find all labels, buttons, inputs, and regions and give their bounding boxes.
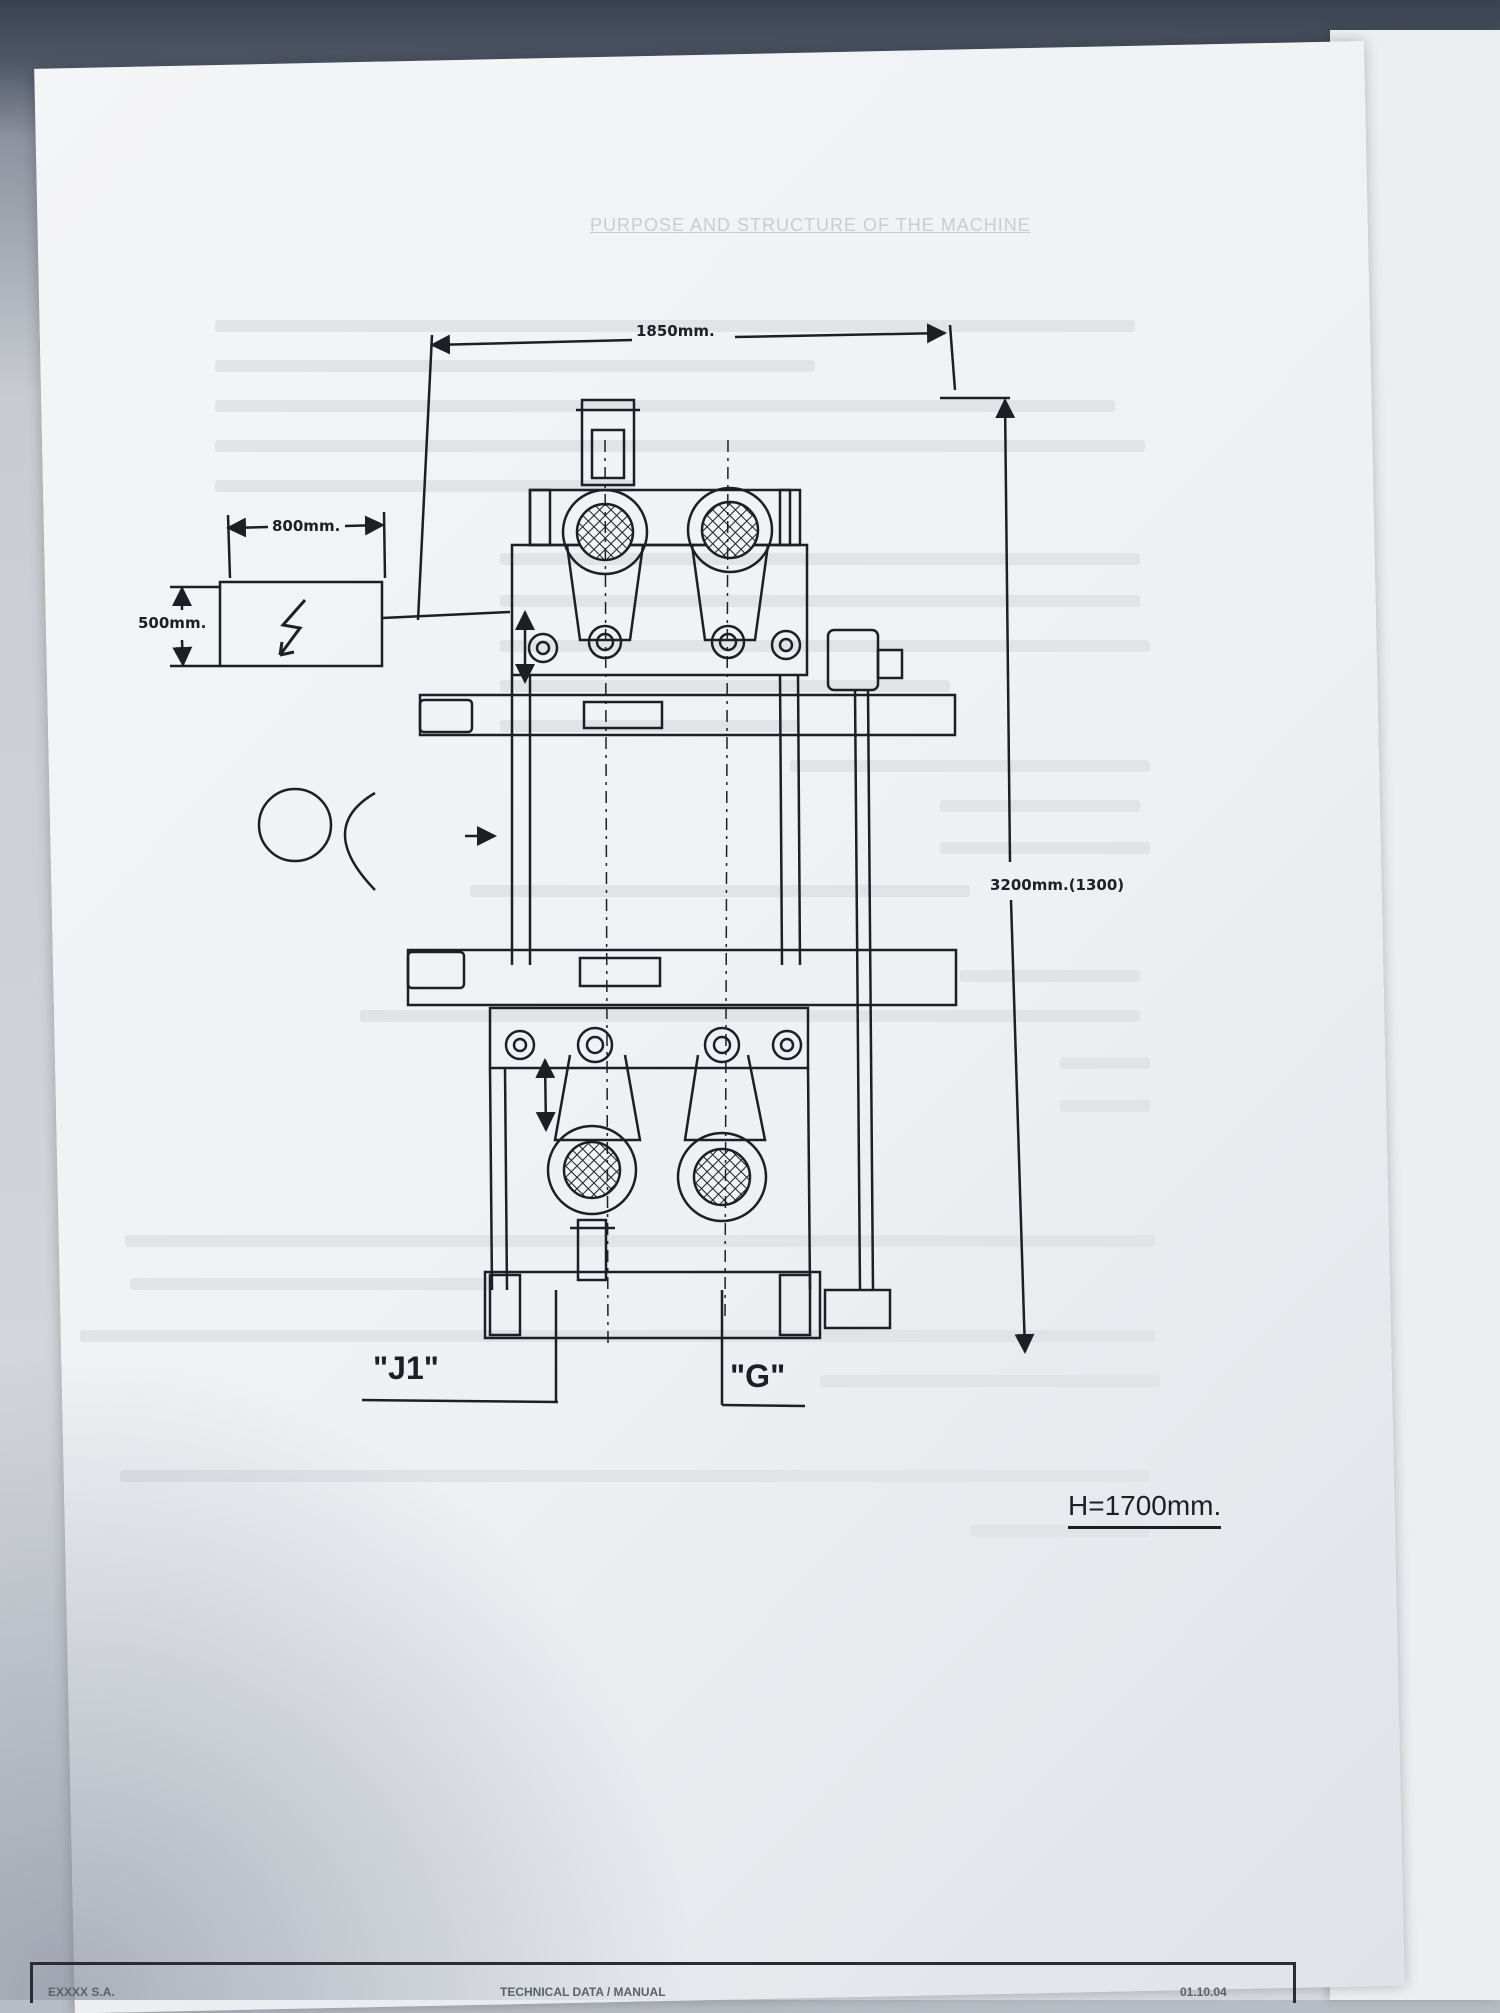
cabinet-width-label: 800mm. (272, 517, 341, 535)
view-label-g: "G" (730, 1358, 786, 1394)
lower-crossbeam (406, 948, 958, 1007)
width-dimension-label: 1850mm. (636, 322, 715, 340)
cable (381, 610, 511, 620)
width-dimension-line (430, 334, 633, 355)
bottom-roller-left (546, 1124, 638, 1216)
machine-base (483, 1270, 822, 1340)
view-label-j1: "J1" (373, 1350, 439, 1386)
footer-left-text: EXXXX S.A. (48, 1985, 115, 1999)
bottom-motor (576, 1218, 608, 1282)
electrical-cabinet (218, 580, 384, 668)
height-label: H=1700mm. (1068, 1490, 1222, 1529)
lower-head-block (488, 1006, 810, 1070)
coil-symbol (257, 787, 333, 863)
top-roller-right (686, 486, 774, 574)
upper-crossbeam (418, 693, 957, 737)
length-dimension-line (995, 398, 1016, 863)
cabinet-height-label: 500mm. (138, 614, 207, 632)
top-roller-left (561, 488, 649, 576)
faded-heading: PURPOSE AND STRUCTURE OF THE MACHINE (590, 215, 1031, 235)
width-extension-right (948, 324, 957, 391)
footer-frame (30, 1962, 1296, 2003)
bottom-roller-right (676, 1131, 768, 1223)
motor (580, 398, 636, 487)
length-dimension-label: 3200mm.(1300) (990, 876, 1125, 894)
lightning-bolt-icon (278, 599, 307, 657)
side-drive (826, 628, 880, 692)
footer-middle-text: TECHNICAL DATA / MANUAL (500, 1985, 666, 1999)
width-extension-left (416, 334, 434, 621)
footer-right-text: 01.10.04 (1180, 1985, 1227, 1999)
